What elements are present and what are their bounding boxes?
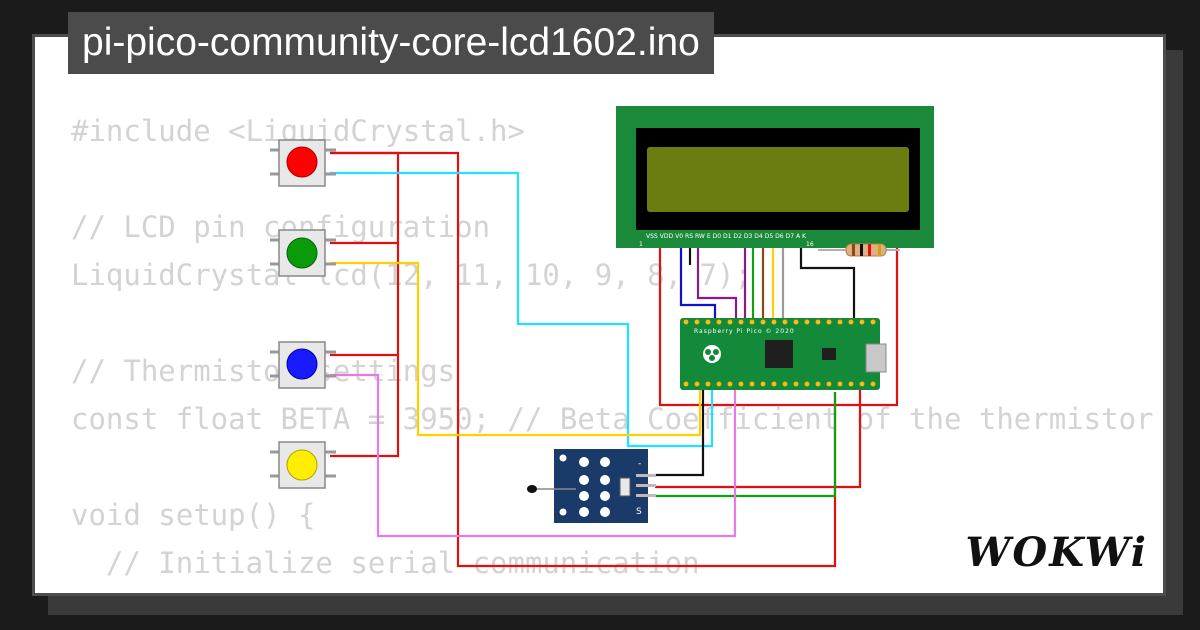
lcd1602: 1 VSS VDD V0 RS RW E D0 D1 D2 D3 D4 D5 D… xyxy=(616,106,934,248)
pushbutton-red[interactable] xyxy=(270,139,336,187)
code-line: // Thermistor settings xyxy=(71,354,456,388)
wire-red xyxy=(330,151,400,458)
wire-violet xyxy=(330,373,737,538)
lcd-pin-first: 1 xyxy=(639,241,643,248)
ntc-signal-label: S xyxy=(636,507,642,517)
lcd-pin-labels: VSS VDD V0 RS RW E D0 D1 D2 D3 D4 D5 D6 … xyxy=(646,233,807,240)
wire-green xyxy=(655,392,837,498)
pico-usb-connector xyxy=(865,343,887,373)
lcd-pin-last: 16 xyxy=(806,241,814,248)
wire-red xyxy=(655,390,862,489)
code-line: // Initialize serial communication xyxy=(71,546,700,580)
pushbutton-blue[interactable] xyxy=(270,341,336,389)
button-cap-blue xyxy=(286,348,318,380)
pico-chip xyxy=(765,340,793,368)
resistor-body xyxy=(845,243,887,257)
raspberry-pi-pico: Raspberry Pi Pico © 2020 xyxy=(680,318,887,390)
button-cap-green xyxy=(286,237,318,269)
raspberry-logo-icon xyxy=(703,345,721,363)
pushbutton-yellow[interactable] xyxy=(270,441,336,489)
wire-cyan xyxy=(330,171,714,448)
wire-purple xyxy=(696,243,738,318)
wire-red xyxy=(330,151,837,568)
lcd-screen xyxy=(647,147,909,212)
ntc-temperature-module: - S xyxy=(527,449,656,523)
project-title: pi-pico-community-core-lcd1602.ino xyxy=(68,12,714,74)
project-card: #include <LiquidCrystal.h>// LCD pin con… xyxy=(32,34,1166,596)
ntc-smd-resistor xyxy=(619,477,631,497)
button-cap-yellow xyxy=(286,449,318,481)
pico-pins-bottom xyxy=(683,381,876,387)
pico-chip-small xyxy=(822,348,836,360)
wire-yellow xyxy=(330,261,702,437)
ntc-minus-label: - xyxy=(638,459,641,469)
code-background: #include <LiquidCrystal.h>// LCD pin con… xyxy=(71,107,1154,593)
wokwi-logo: WOKWi xyxy=(965,529,1148,576)
pico-pins-top xyxy=(683,319,876,325)
wire-red xyxy=(658,245,899,407)
thermistor-bead xyxy=(527,485,537,493)
resistor xyxy=(818,243,900,257)
pico-label: Raspberry Pi Pico © 2020 xyxy=(694,328,795,335)
wires xyxy=(330,151,899,568)
code-line: #include <LiquidCrystal.h> xyxy=(71,114,525,148)
code-line: void setup() { xyxy=(71,498,316,532)
button-cap-red xyxy=(286,146,318,178)
wire-black xyxy=(799,243,856,318)
code-line: const float BETA = 3950; // Beta Coeffic… xyxy=(71,402,1154,436)
wire-blue xyxy=(679,243,717,318)
pushbutton-green[interactable] xyxy=(270,229,336,277)
wire-black xyxy=(655,388,705,477)
